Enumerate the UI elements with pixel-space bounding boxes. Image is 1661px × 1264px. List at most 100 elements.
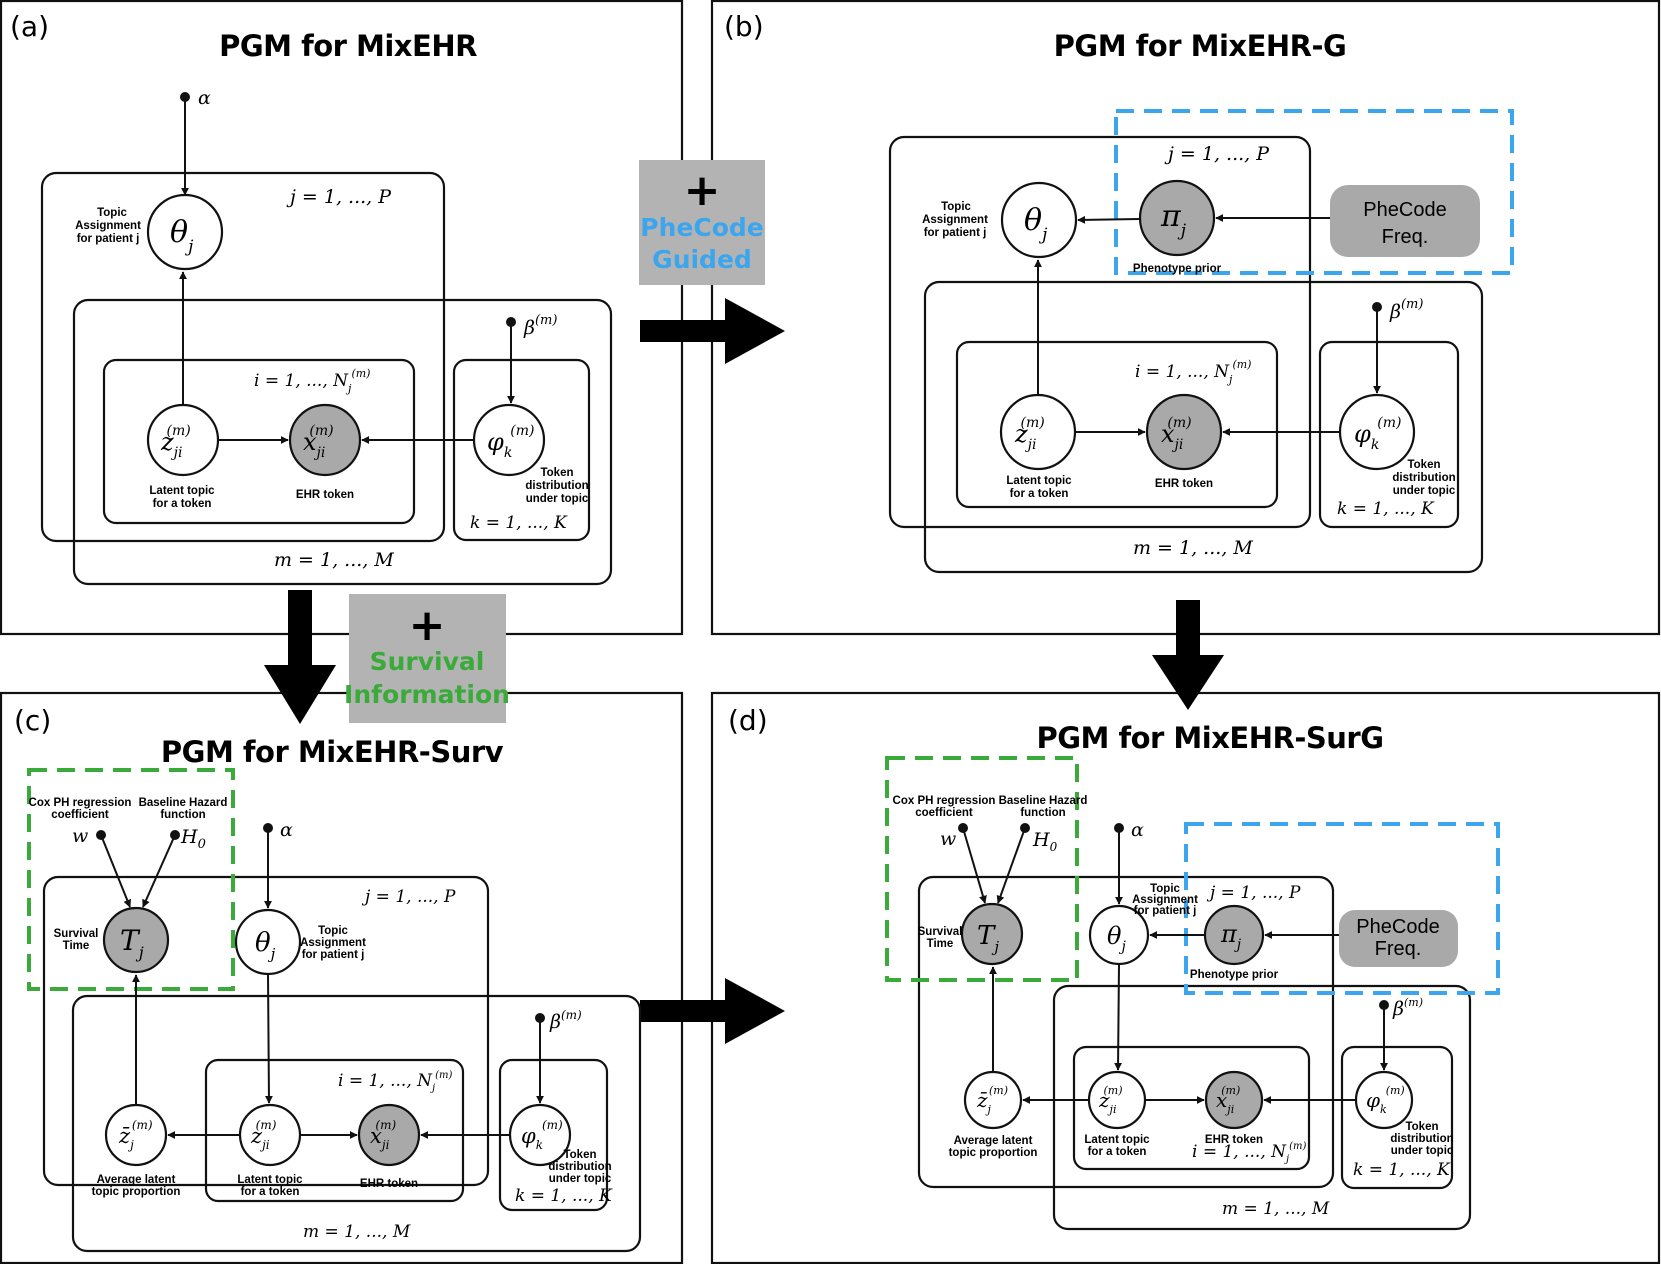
plate-modalities <box>1052 984 1472 1231</box>
edge-pi-theta <box>1077 215 1141 224</box>
z-symbol: zji(m) <box>160 423 191 461</box>
plate-i-label: i = 1, ..., Nj(m) <box>338 1070 453 1094</box>
alpha-symbol: α <box>1131 819 1144 841</box>
survival-plus: + <box>409 600 446 651</box>
x-symbol: xji(m) <box>1216 1084 1240 1116</box>
edge-theta-z <box>264 973 273 1104</box>
token-dist-line1: Token <box>540 467 573 479</box>
arrow-c-to-d <box>640 978 785 1044</box>
beta-symbol: β(m) <box>1392 996 1423 1020</box>
phi-symbol: φk(m) <box>487 423 535 461</box>
arrow-b-to-d <box>1152 600 1224 710</box>
panel-d-frame <box>710 691 1661 1264</box>
z-symbol: zji(m) <box>250 1118 277 1152</box>
plate-k-label: k = 1, ..., K <box>1353 1160 1451 1180</box>
avg-line2: topic proportion <box>92 1186 181 1198</box>
plate-m-label: m = 1, ..., M <box>274 549 394 571</box>
plate-patients <box>40 171 446 543</box>
survival-line2: Time <box>63 940 90 952</box>
topic-assign-line1: Topic <box>941 201 971 213</box>
z-node <box>146 403 220 477</box>
latent-line2: for a token <box>241 1186 300 1198</box>
arrow-a-to-c <box>264 590 336 724</box>
plate-tokens <box>955 340 1279 509</box>
panel-a-label: (a) <box>10 10 49 43</box>
token-dist-line3: under topic <box>526 493 589 505</box>
token-dist-line3: under topic <box>1391 1145 1454 1157</box>
phecode-dashed-box <box>1114 109 1514 275</box>
hazard-line1: Baseline Hazard <box>139 797 228 809</box>
plate-tokens <box>1072 1045 1311 1171</box>
topic-assign-line2: Assignment <box>1132 894 1198 906</box>
hazard-line2: function <box>160 809 205 821</box>
plate-modalities <box>923 280 1484 574</box>
plate-patients <box>42 875 490 1187</box>
zbar-node <box>963 1070 1023 1130</box>
plate-topics <box>452 358 591 542</box>
phecode-freq-box <box>1339 910 1458 967</box>
panel-b-label: (b) <box>724 10 764 43</box>
plate-tokens <box>204 1058 465 1203</box>
topic-assign-line3: for patient j <box>924 227 987 239</box>
plate-i-label: i = 1, ..., Nj(m) <box>1192 1141 1307 1165</box>
x-symbol: xji(m) <box>1161 415 1192 453</box>
panel-d-label: (d) <box>728 704 768 737</box>
panel-d-diagram: j = 1, ..., P m = 1, ..., M k = 1, ..., … <box>885 756 1500 1231</box>
alpha-symbol: α <box>280 819 293 841</box>
plate-m-label: m = 1, ..., M <box>1222 1199 1330 1219</box>
phenotype-prior-label: Phenotype prior <box>1133 263 1222 275</box>
latent-line1: Latent topic <box>1084 1134 1150 1146</box>
panel-c-diagram: j = 1, ..., P m = 1, ..., M k = 1, ..., … <box>27 768 642 1253</box>
phi-symbol: φk(m) <box>1354 415 1402 453</box>
topic-assign-line3: for patient j <box>1134 905 1197 917</box>
theta-node <box>1000 181 1078 259</box>
beta-symbol: β(m) <box>1389 297 1423 323</box>
avg-line1: Average latent <box>97 1174 176 1186</box>
topic-assign-line3: for patient j <box>77 233 140 245</box>
phecode-freq-line1: PheCode <box>1363 199 1446 221</box>
plate-j-label: j = 1, ..., P <box>1164 143 1270 165</box>
hazard-line1: Baseline Hazard <box>999 795 1088 807</box>
plate-tokens <box>102 358 416 525</box>
phecode-freq-box <box>1330 185 1480 257</box>
z-symbol: zji(m) <box>1098 1084 1123 1116</box>
plate-i-label: i = 1, ..., Nj(m) <box>1135 358 1251 386</box>
topic-assign-line1: Topic <box>1150 883 1180 895</box>
avg-line2: topic proportion <box>949 1147 1038 1159</box>
latent-line2: for a token <box>153 498 212 510</box>
phi-node <box>472 403 546 477</box>
edge-w-T <box>100 834 132 908</box>
survival-badge-line2: Information <box>344 680 510 709</box>
edge-theta-z <box>1114 963 1123 1071</box>
survival-dashed-box <box>27 768 235 991</box>
z-node <box>238 1103 302 1167</box>
zbar-node <box>104 1103 168 1167</box>
x-node <box>1145 393 1223 471</box>
plate-patients <box>888 135 1312 529</box>
topic-assign-line2: Assignment <box>75 220 141 232</box>
zbar-symbol: z̄j(m) <box>118 1118 153 1152</box>
x-symbol: xji(m) <box>370 1118 396 1152</box>
phenotype-prior-label: Phenotype prior <box>1190 969 1279 981</box>
x-node <box>1204 1070 1264 1130</box>
cox-line1: Cox PH regression <box>29 797 132 809</box>
token-dist-line1: Token <box>563 1149 596 1161</box>
phecode-freq-line1: PheCode <box>1356 916 1439 938</box>
token-dist-line2: distribution <box>1392 472 1455 484</box>
latent-line1: Latent topic <box>237 1174 303 1186</box>
token-dist-line1: Token <box>1405 1121 1438 1133</box>
panel-c-title: PGM for MixEHR-Surv <box>161 735 504 769</box>
token-dist-line2: distribution <box>525 480 588 492</box>
plate-patients <box>917 875 1335 1189</box>
survival-badge-line1: Survival <box>370 647 485 676</box>
cox-line2: coefficient <box>915 807 973 819</box>
alpha-symbol: α <box>198 87 211 109</box>
panel-c-frame <box>0 691 684 1264</box>
panel-a-frame <box>0 0 684 636</box>
plate-i-label: i = 1, ..., Nj(m) <box>254 367 370 395</box>
survival-line2: Time <box>927 938 954 950</box>
phecode-badge-line2: Guided <box>652 245 752 274</box>
h0-symbol: H0 <box>180 826 206 852</box>
topic-assign-line2: Assignment <box>922 214 988 226</box>
